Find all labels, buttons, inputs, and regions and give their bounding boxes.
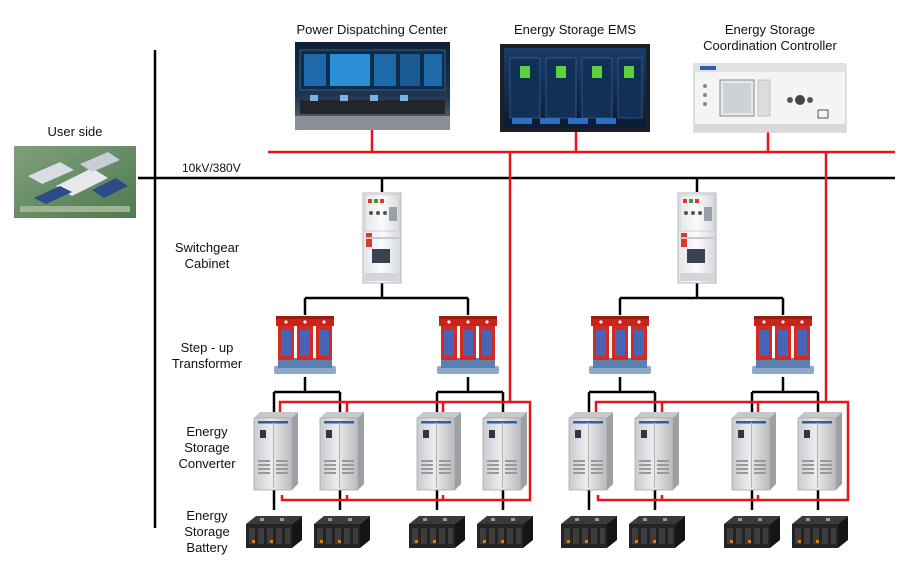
user-side-site-image — [14, 146, 136, 218]
bus-voltage-label: 10kV/380V — [182, 161, 241, 175]
battery-row-label: Energy Storage Battery — [184, 508, 230, 555]
converter-5 — [568, 411, 614, 491]
battery-4 — [477, 516, 533, 548]
transformer-1 — [274, 316, 336, 374]
battery-8 — [792, 516, 848, 548]
converter-6 — [634, 411, 680, 491]
dispatch-center-label: Power Dispatching Center — [296, 22, 448, 37]
battery-6 — [629, 516, 685, 548]
transformer-2 — [437, 316, 499, 374]
battery-1 — [246, 516, 302, 548]
battery-5 — [561, 516, 617, 548]
battery-7 — [724, 516, 780, 548]
ems-label: Energy Storage EMS — [513, 22, 637, 37]
converter-row-label: Energy Storage Converter — [178, 424, 236, 471]
ems-screen-image — [500, 44, 650, 132]
battery-3 — [409, 516, 465, 548]
coordination-controller-image — [693, 63, 847, 133]
switchgear-cabinet-left — [362, 192, 402, 284]
converter-2 — [319, 411, 365, 491]
converter-7 — [731, 411, 777, 491]
converter-3 — [416, 411, 462, 491]
power-lines — [138, 50, 895, 528]
switchgear-row-label: Switchgear Cabinet — [174, 240, 240, 271]
converter-8 — [797, 411, 843, 491]
communication-lines — [268, 130, 895, 502]
transformer-row-label: Step - up Transformer — [171, 340, 243, 371]
transformer-4 — [752, 316, 814, 374]
user-side-label: User side — [47, 124, 103, 139]
dispatch-center-image — [295, 42, 450, 130]
battery-2 — [314, 516, 370, 548]
transformer-3 — [589, 316, 651, 374]
converter-4 — [482, 411, 528, 491]
coordination-controller-label: Energy Storage Coordination Controller — [703, 22, 837, 53]
switchgear-cabinet-right — [677, 192, 717, 284]
converter-1 — [253, 411, 299, 491]
